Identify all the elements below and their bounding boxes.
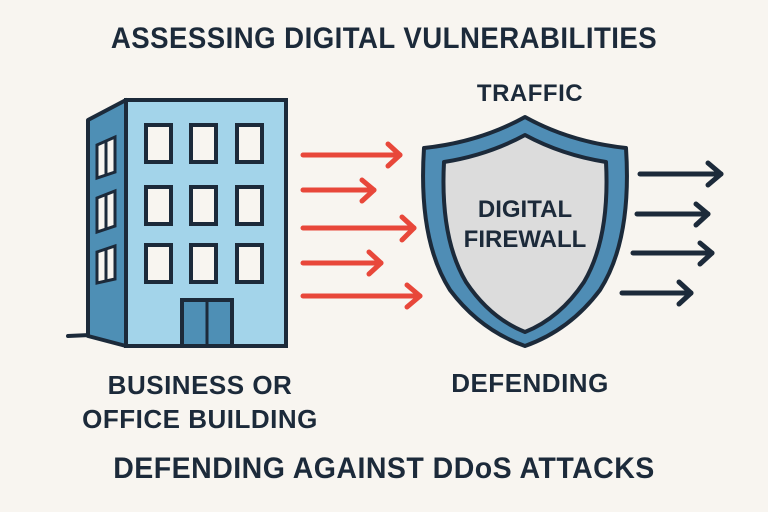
filtered-traffic-arrows — [619, 160, 724, 307]
bottom-title: DEFENDING AGAINST DDoS ATTACKS — [113, 452, 655, 485]
defending-label: DEFENDING — [451, 368, 609, 398]
traffic-label: TRAFFIC — [476, 80, 584, 107]
firewall-label-line1: DIGITAL — [477, 196, 573, 223]
office-building-icon — [66, 98, 288, 348]
building-label: BUSINESS OR OFFICE BUILDING — [70, 368, 330, 436]
attack-traffic-arrows — [300, 141, 423, 310]
shield-icon — [421, 115, 629, 348]
firewall-label-line2: FIREWALL — [463, 226, 587, 253]
diagram-title: ASSESSING DIGITAL VULNERABILITIES — [110, 22, 658, 55]
building-label-line1: BUSINESS OR — [107, 370, 293, 400]
firewall-label: DIGITAL FIREWALL — [440, 195, 610, 255]
building-label-line2: OFFICE BUILDING — [82, 404, 318, 434]
